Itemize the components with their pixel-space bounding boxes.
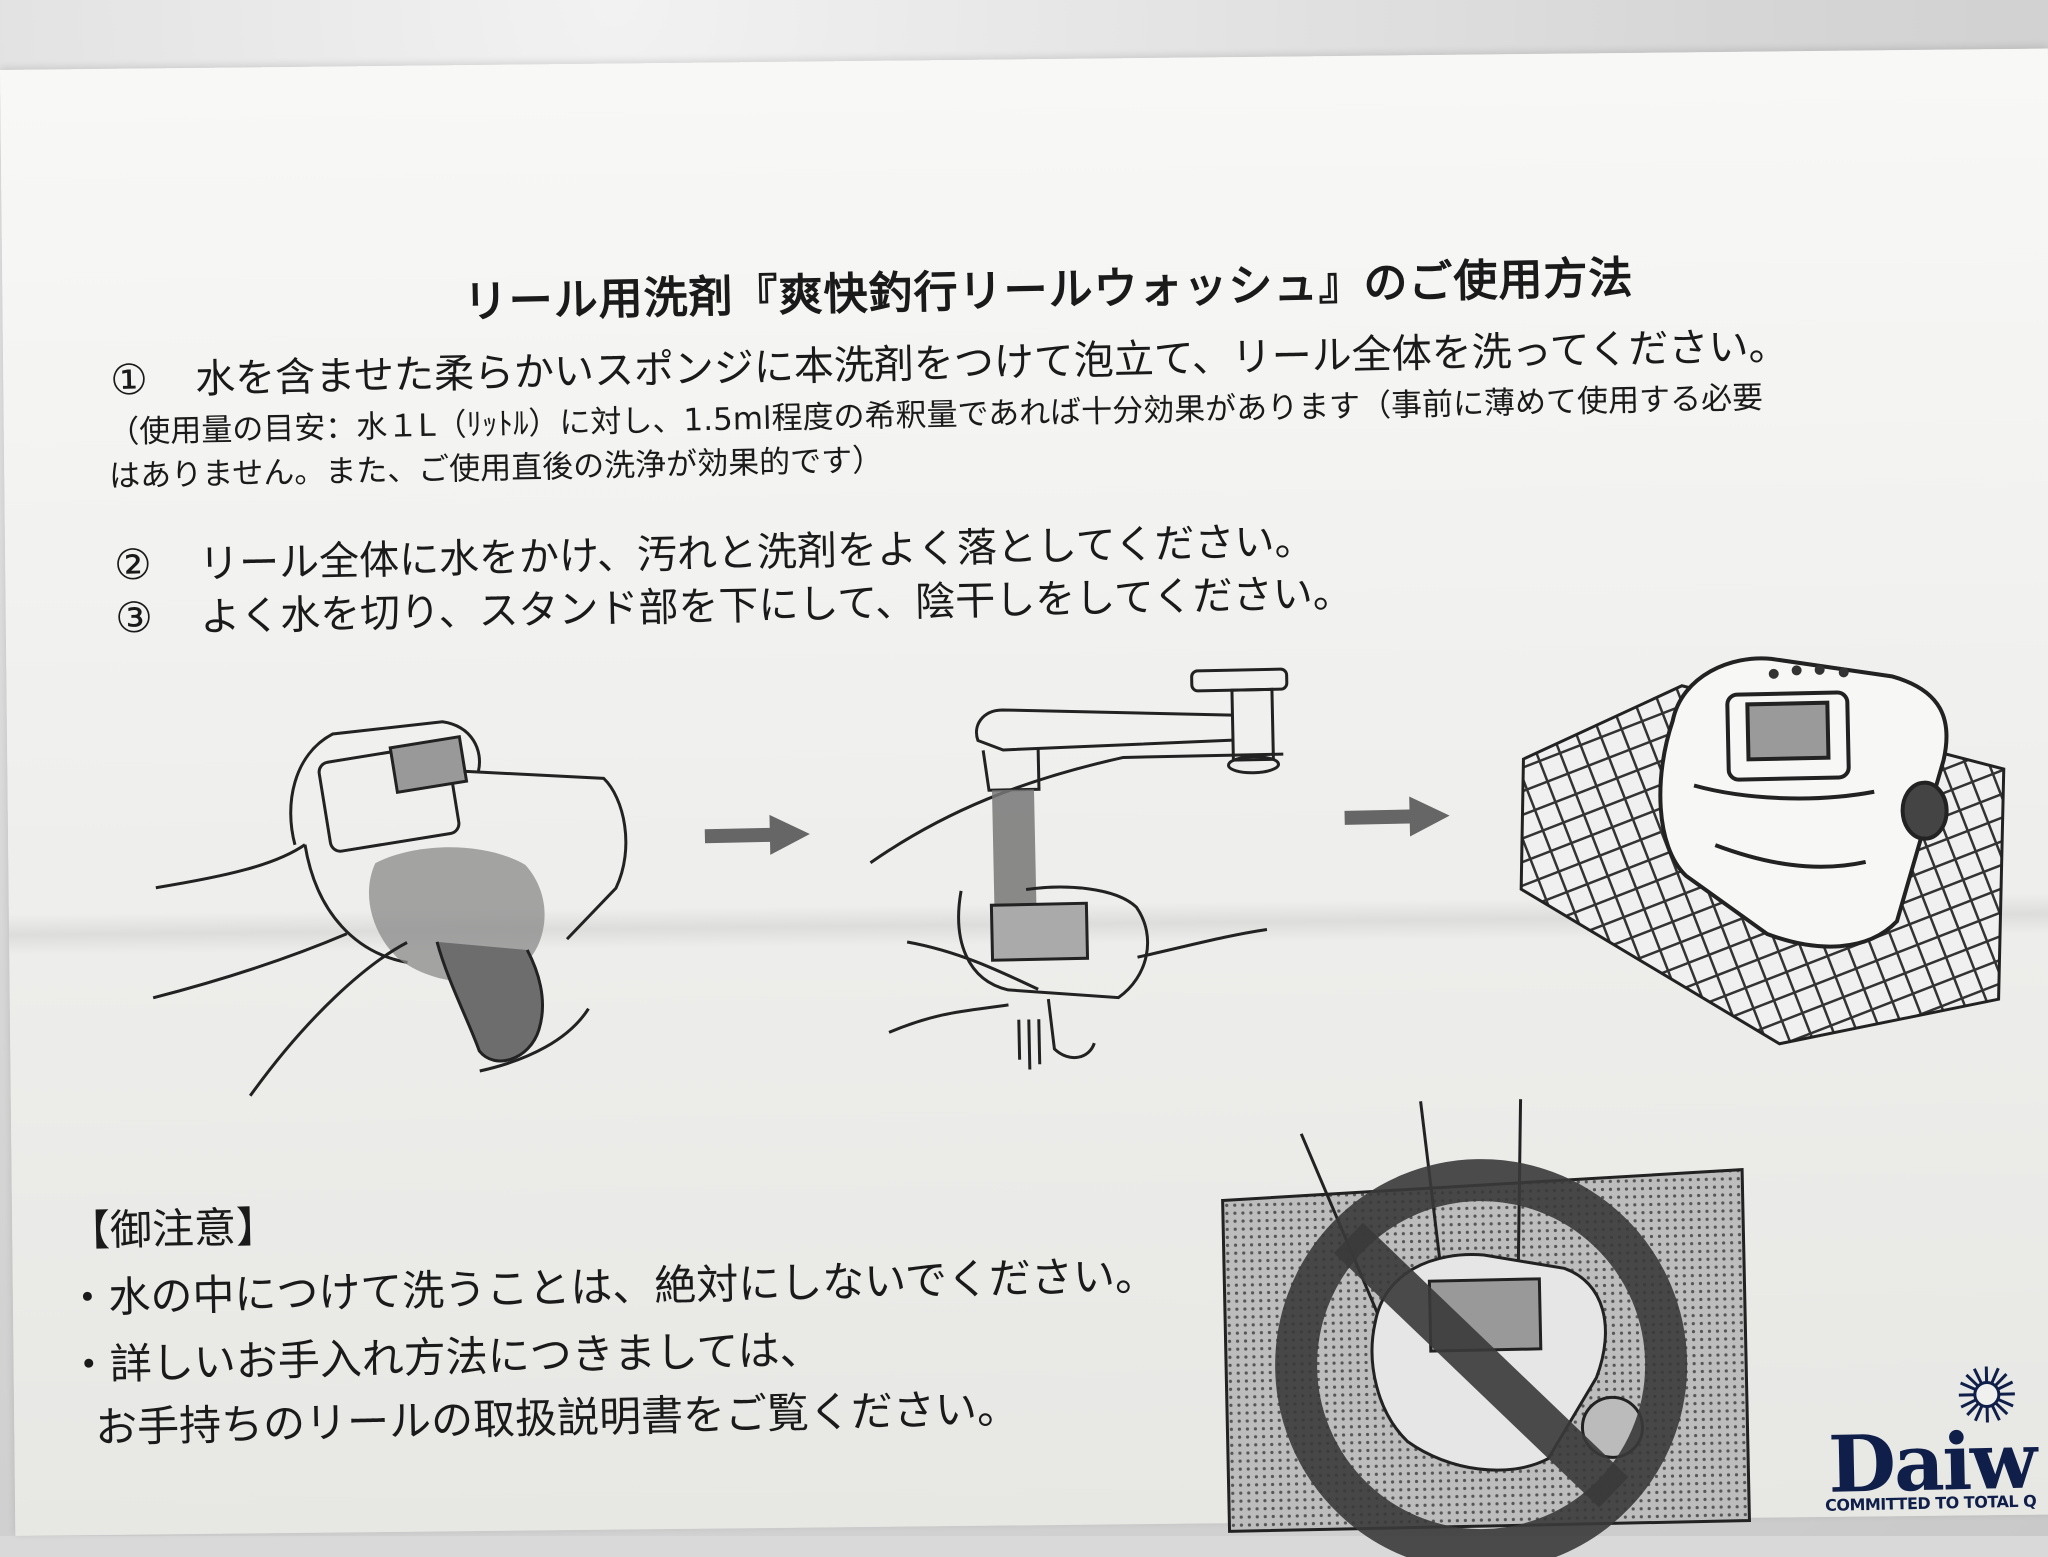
reel-drying-on-rack-illustration (1519, 656, 2006, 1046)
logo-tagline: COMMITTED TO TOTAL Q (1824, 1491, 2037, 1515)
step-2-number: ② (113, 539, 153, 590)
faucet-rinse-illustration (869, 667, 1289, 1070)
daiwa-logo: Daiw COMMITTED TO TOTAL Q (1816, 1363, 2048, 1519)
daiwa-sun-logo-icon (1958, 1366, 2015, 1423)
hand-washing-reel-illustration (152, 720, 628, 1097)
step-3-number: ③ (114, 592, 154, 643)
arrow-right-icon (704, 814, 810, 855)
step-1-number: ① (109, 354, 149, 405)
page-title: リール用洗剤『爽快釣行リールウォッシュ』のご使用方法 (463, 252, 1634, 329)
prohibited-submerge-icon (1221, 1099, 1751, 1557)
caution-heading: 【御注意】 (67, 1202, 279, 1256)
arrow-right-icon (1344, 796, 1450, 837)
step-3-text: よく水を切り、スタンド部を下にして、陰干しをしてください。 (199, 570, 1354, 641)
